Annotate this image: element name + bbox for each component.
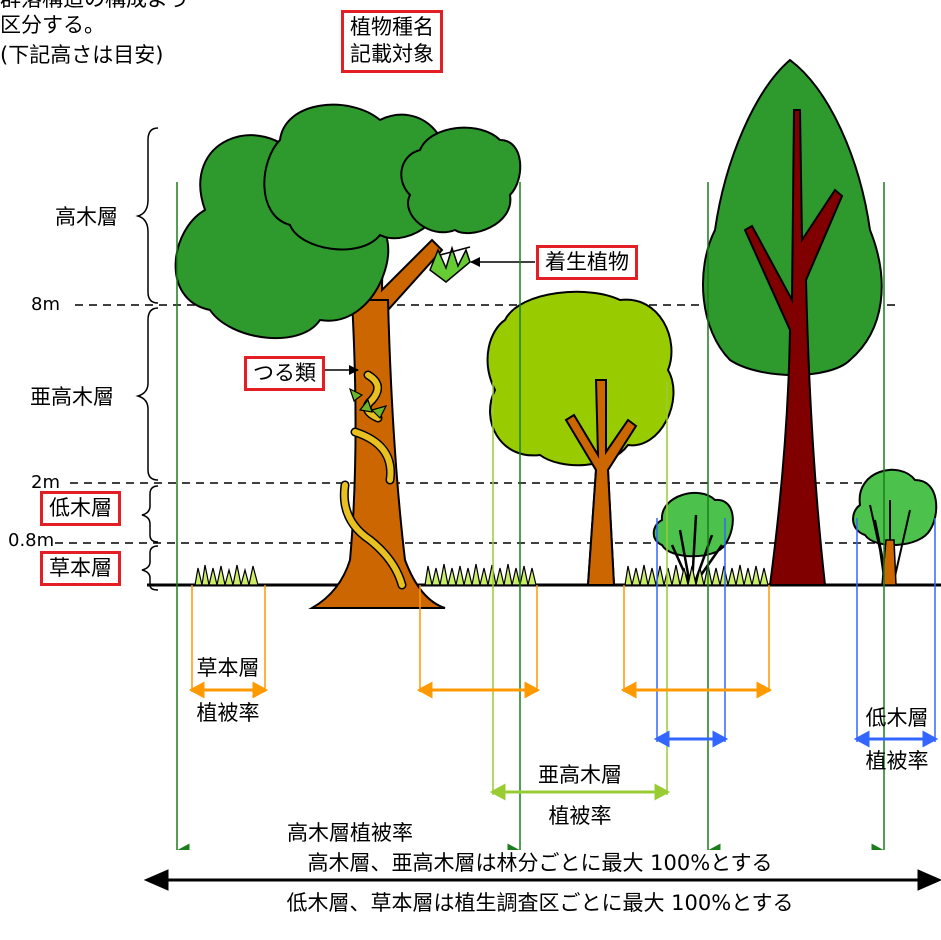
herb-coverage-label2: 植被率 [196, 701, 260, 725]
note-line2: 低木層、草本層は植生調査区ごとに最大 100%とする [286, 891, 794, 915]
vine-label: つる類 [244, 356, 325, 392]
brace-shrub [141, 485, 159, 543]
intro-line2: 区分する。 [0, 13, 105, 37]
tall-extent-lines [176, 182, 885, 858]
layer-braces [135, 127, 159, 591]
layer-label-herb: 草本層 [40, 551, 121, 587]
species-box-line2: 記載対象 [350, 42, 434, 67]
height-label-08m: 0.8m [8, 530, 55, 551]
species-box-line1: 植物種名 [350, 15, 434, 39]
herb-extent-lines [191, 585, 770, 692]
vine-leaves [348, 387, 388, 420]
layer-label-subtall: 亜高木層 [30, 385, 114, 409]
tall-coverage-label: 高木層植被率 [287, 821, 413, 845]
epiphyte-plant [429, 245, 471, 283]
brace-tall [135, 127, 159, 304]
intro-line3: (下記高さは目安) [0, 43, 164, 67]
subtall-extent-lines [492, 382, 668, 795]
shrub-extent-lines [656, 518, 936, 742]
brace-subtall [135, 307, 159, 481]
height-label-8m: 8m [31, 294, 60, 315]
epiphyte-label: 着生植物 [536, 245, 638, 281]
species-record-box: 植物種名 記載対象 [341, 10, 443, 73]
subtall-coverage-label2: 植被率 [548, 804, 612, 828]
subtall-coverage-label1: 亜高木層 [538, 763, 622, 787]
herb-coverage-label1: 草本層 [196, 656, 260, 680]
intro-line1: 群落構造の構成よう [0, 0, 189, 12]
conifer-trunk [743, 109, 844, 586]
height-label-2m: 2m [31, 472, 60, 493]
herb-clumps [194, 563, 769, 586]
subtall-tree [486, 290, 675, 586]
note-line1: 高木層、亜高木層は林分ごとに最大 100%とする [170, 850, 910, 877]
shrub-2 [852, 468, 938, 586]
overall-arrow [143, 869, 941, 891]
shrub-coverage-label2: 植被率 [865, 749, 929, 773]
broadleaf-tall-tree [174, 103, 522, 609]
layer-label-shrub: 低木層 [40, 491, 121, 527]
layer-label-tall: 高木層 [55, 205, 118, 229]
broadleaf-trunk [308, 299, 446, 609]
vine-stem [341, 372, 405, 588]
shrub-coverage-label1: 低木層 [865, 706, 929, 730]
canopy-right [400, 126, 522, 235]
conifer-tall-tree [702, 58, 883, 586]
brace-herb [141, 545, 159, 591]
